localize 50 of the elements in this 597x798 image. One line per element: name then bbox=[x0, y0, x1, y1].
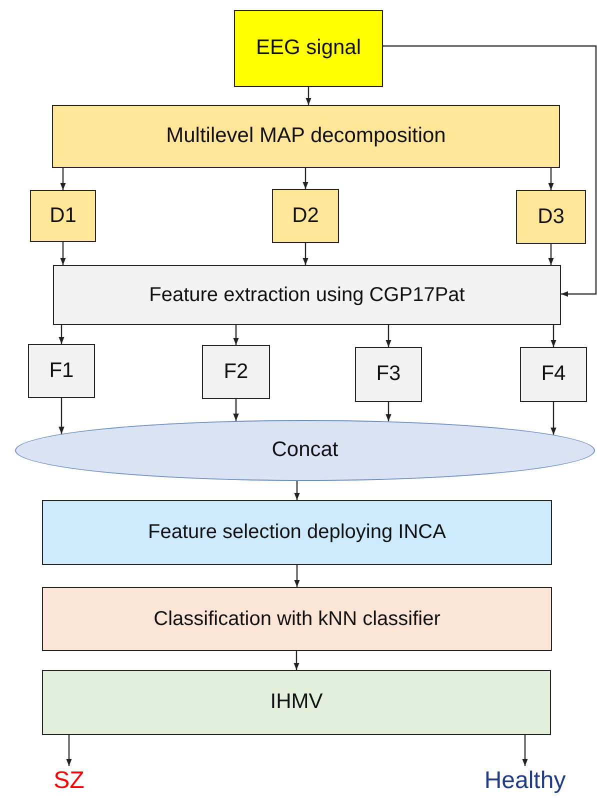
node-label: F4 bbox=[541, 362, 566, 387]
arrow bbox=[386, 402, 392, 422]
node-label: F2 bbox=[224, 360, 248, 384]
output-label: SZ bbox=[50, 766, 88, 796]
node-label: Concat bbox=[272, 438, 338, 463]
arrow bbox=[302, 168, 308, 189]
node-label: IHMV bbox=[270, 690, 323, 715]
arrow bbox=[233, 399, 239, 421]
process-box bbox=[516, 190, 586, 244]
process-box bbox=[42, 500, 552, 565]
process-box bbox=[52, 105, 560, 168]
arrow bbox=[302, 243, 308, 265]
arrow bbox=[66, 735, 72, 766]
node-label: Feature selection deploying INCA bbox=[148, 521, 446, 544]
arrow bbox=[60, 242, 66, 265]
node-label: Classification with kNN classifier bbox=[154, 608, 440, 630]
arrow bbox=[294, 651, 300, 670]
arrow bbox=[306, 87, 312, 105]
node-label: Multilevel MAP decomposition bbox=[166, 124, 446, 149]
node-label: EEG signal bbox=[256, 36, 362, 61]
arrow bbox=[550, 325, 556, 347]
process-box bbox=[42, 587, 552, 651]
arrow bbox=[386, 325, 392, 347]
process-box bbox=[355, 347, 422, 402]
process-box bbox=[202, 345, 270, 399]
arrow bbox=[58, 398, 64, 434]
arrow bbox=[548, 244, 554, 265]
process-box bbox=[520, 347, 587, 402]
arrow bbox=[58, 325, 64, 344]
process-box bbox=[30, 190, 96, 242]
arrow bbox=[548, 168, 554, 190]
process-box bbox=[53, 265, 561, 325]
arrow bbox=[294, 565, 300, 587]
node-label: D2 bbox=[292, 204, 319, 228]
node-label: Feature extraction using CGP17Pat bbox=[149, 284, 465, 306]
node-label: F3 bbox=[376, 362, 401, 387]
arrow bbox=[383, 45, 597, 297]
process-box bbox=[234, 10, 383, 87]
process-box bbox=[42, 670, 551, 735]
arrow bbox=[60, 168, 66, 190]
process-box bbox=[272, 189, 339, 243]
output-label: Healthy bbox=[472, 766, 578, 796]
node-label: D1 bbox=[50, 204, 76, 228]
arrow bbox=[550, 402, 556, 435]
process-box bbox=[28, 344, 95, 398]
arrow bbox=[294, 481, 300, 500]
arrow bbox=[233, 325, 239, 345]
node-label: F1 bbox=[49, 358, 74, 384]
arrow bbox=[522, 735, 528, 766]
node-label: D3 bbox=[538, 204, 564, 230]
